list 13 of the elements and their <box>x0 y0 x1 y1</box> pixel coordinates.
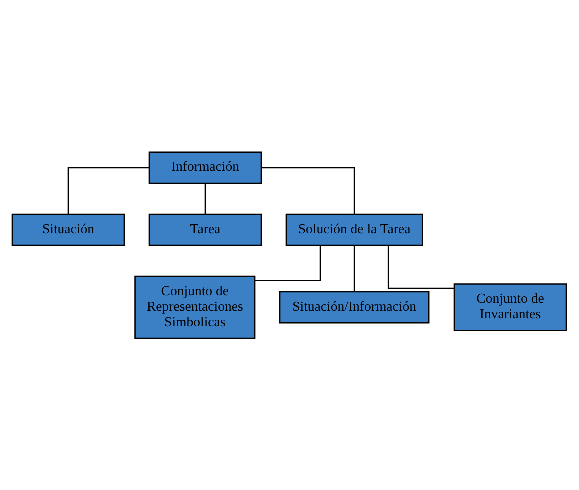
node-box: Conjunto de Representaciones Simbolicas <box>134 275 256 339</box>
connector <box>388 245 454 289</box>
connector <box>255 245 322 281</box>
node-box: Solución de la Tarea <box>286 213 424 246</box>
connector <box>204 183 206 214</box>
node-box: Situación/Información <box>279 290 430 324</box>
node-box: Conjunto de Invariantes <box>454 283 568 331</box>
connector <box>262 166 356 214</box>
node-box: Información <box>148 151 262 184</box>
connector <box>354 245 356 292</box>
node-box: Tarea <box>148 213 262 246</box>
node-box: Situación <box>12 213 126 246</box>
connector <box>68 166 150 214</box>
